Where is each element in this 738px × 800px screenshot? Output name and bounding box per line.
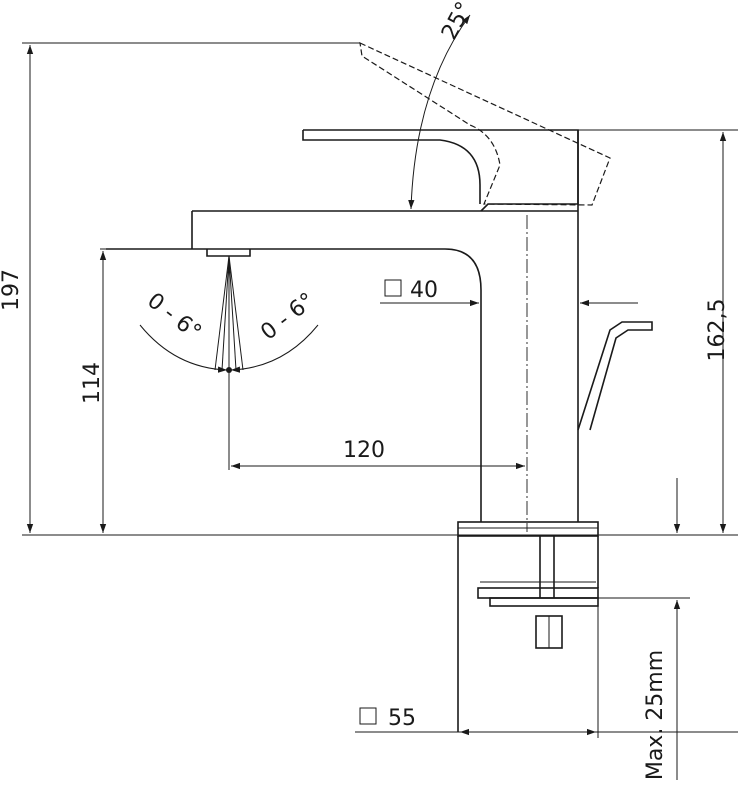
dim-spout-reach: 120: [231, 438, 525, 470]
side-handle: [577, 321, 653, 431]
label-base-section: 55: [388, 706, 416, 731]
label-max-thickness: Max. 25mm: [643, 650, 668, 780]
square-section-icon-base: [359, 707, 377, 725]
label-body-section: 40: [410, 278, 438, 303]
label-body-height: 162,5: [705, 299, 730, 362]
dim-spout-height: 114: [80, 248, 192, 533]
dim-base-section: 55: [355, 606, 738, 738]
dim-body-height: 162,5: [578, 129, 738, 533]
dim-lever-angle: 25°: [408, 0, 477, 210]
dim-body-section: 40: [380, 278, 638, 307]
label-spout-reach: 120: [343, 438, 385, 463]
label-swivel-right: 0 - 6°: [256, 288, 319, 345]
label-spout-height: 114: [80, 362, 105, 404]
label-swivel-left: 0 - 6°: [142, 288, 205, 345]
lever-closed: [302, 129, 579, 204]
dim-max-thickness: Max. 25mm: [598, 478, 690, 780]
dim-overall-height: 197: [0, 42, 360, 533]
fixing-assembly: [457, 521, 599, 732]
label-overall-height: 197: [0, 269, 24, 311]
dim-swivel-angles: 0 - 6° 0 - 6°: [139, 255, 320, 373]
label-lever-angle: 25°: [437, 0, 477, 44]
lever-open-dashed: [359, 41, 611, 206]
square-section-icon: [384, 279, 402, 297]
